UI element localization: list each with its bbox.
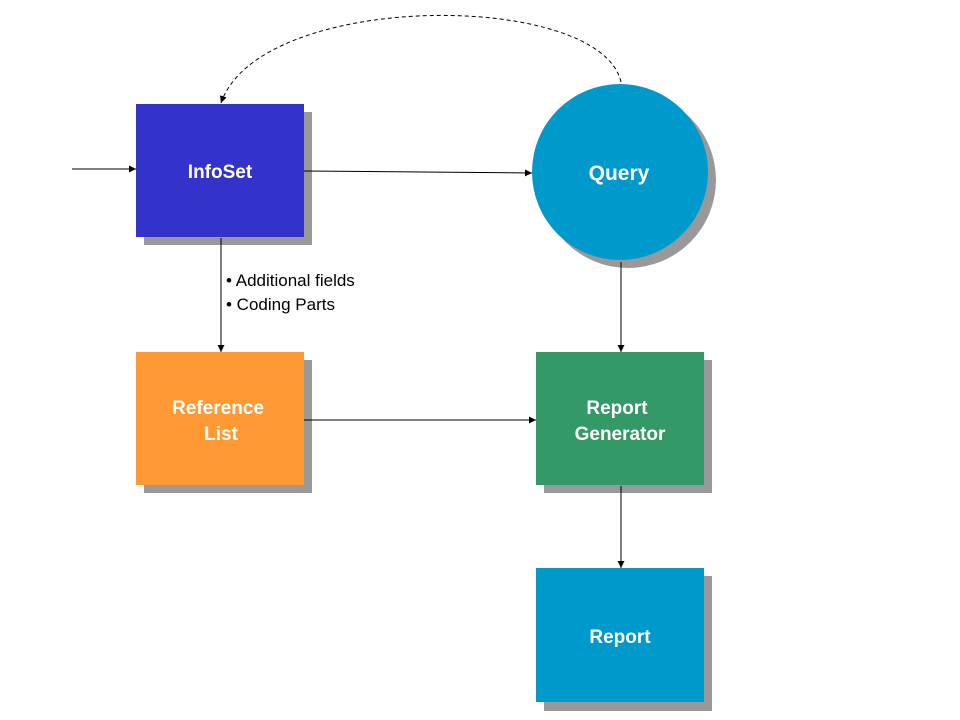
- reference-list-label-line2: List: [204, 424, 238, 445]
- note-coding-parts: • Coding Parts: [226, 295, 335, 314]
- connectors: [72, 15, 625, 568]
- infoset-node: InfoSet: [136, 104, 304, 237]
- report-generator-label-line2: Generator: [575, 424, 666, 445]
- query-circle: [532, 84, 708, 260]
- infoset-label: InfoSet: [188, 162, 253, 183]
- infoset-to-query-arrow: [303, 169, 533, 177]
- report-box: [536, 568, 704, 702]
- query-label: Query: [589, 162, 650, 185]
- report-generator-label-line1: Report: [586, 398, 648, 419]
- report-label: Report: [589, 627, 651, 648]
- report-node: Report: [536, 568, 704, 702]
- reference-list-box: [136, 352, 304, 485]
- reference-list-node: Reference List: [136, 352, 304, 485]
- report-generator-box: [536, 352, 704, 485]
- query-feedback-arrow: [219, 15, 622, 104]
- report-generator-node: Report Generator: [536, 352, 704, 485]
- query-node: Query: [532, 84, 708, 260]
- connector-note: • Additional fields • Coding Parts: [226, 271, 355, 314]
- infoset-box: [136, 104, 304, 237]
- reference-list-label-line1: Reference: [172, 398, 264, 419]
- note-additional-fields: • Additional fields: [226, 271, 355, 290]
